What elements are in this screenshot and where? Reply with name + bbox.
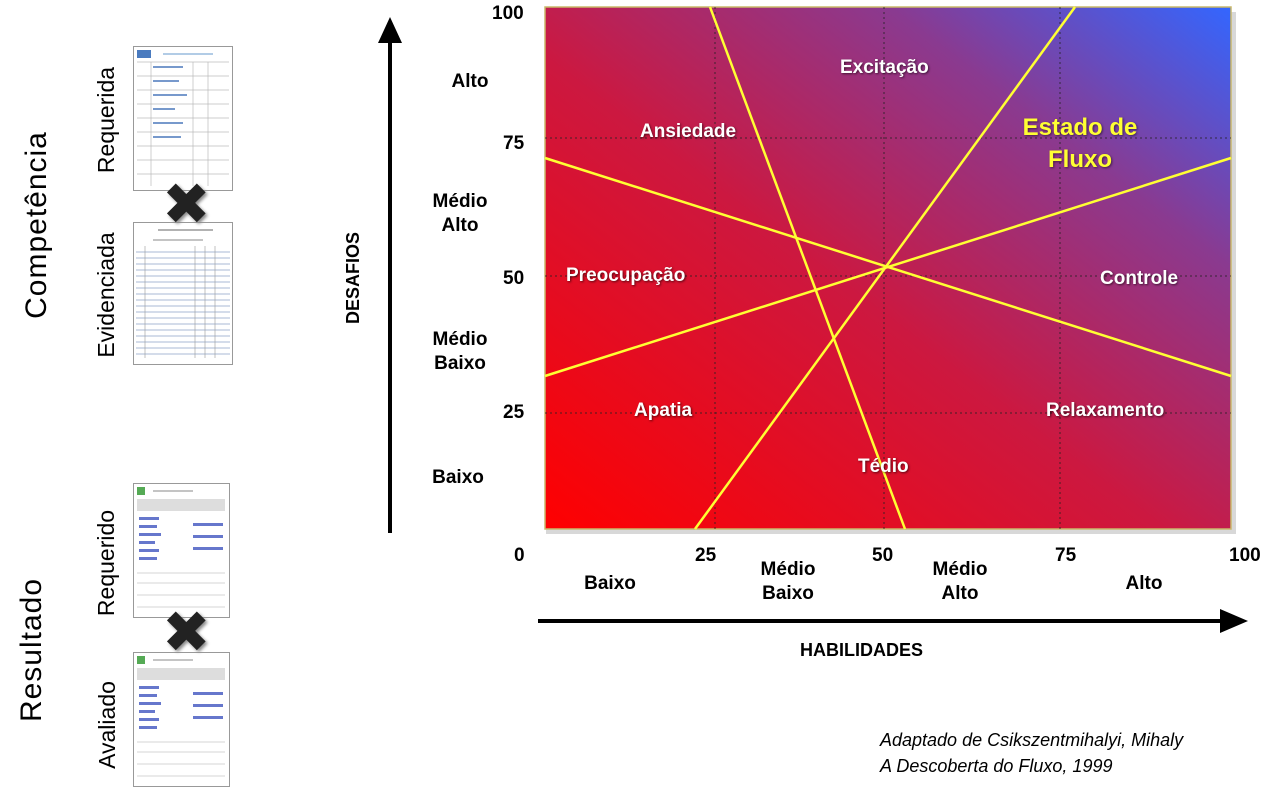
y-level-medio-baixo: Médio Baixo bbox=[420, 328, 500, 376]
zone-estado-de-fluxo-line2: Fluxo bbox=[1048, 146, 1112, 173]
y-tick-25: 25 bbox=[503, 402, 525, 423]
requerido-label: Requerido bbox=[93, 509, 119, 617]
x-tick-25: 25 bbox=[695, 545, 717, 566]
y-level-medio-alto-line2: Alto bbox=[441, 215, 479, 236]
avaliado-label: Avaliado bbox=[94, 681, 120, 769]
zone-relaxamento: Relaxamento bbox=[1046, 400, 1165, 421]
document-thumbnail-avaliado bbox=[133, 652, 230, 787]
document-thumbnail-requerida bbox=[133, 46, 233, 191]
x-level-medio-alto-line1: Médio bbox=[932, 559, 988, 580]
x-level-medio-alto-line2: Alto bbox=[941, 583, 979, 604]
zone-preocupacao: Preocupação bbox=[566, 265, 686, 286]
zone-excitacao: Excitação bbox=[840, 57, 929, 78]
zone-boundary-lines bbox=[544, 6, 1232, 530]
citation-line2: A Descoberta do Fluxo, 1999 bbox=[880, 756, 1113, 776]
x-level-baixo: Baixo bbox=[584, 573, 636, 594]
y-level-medio-alto-line1: Médio bbox=[432, 191, 488, 212]
x-level-medio-baixo: Médio Baixo bbox=[748, 558, 828, 606]
y-level-medio-baixo-line2: Baixo bbox=[434, 353, 486, 374]
zone-ansiedade: Ansiedade bbox=[640, 121, 737, 142]
y-tick-75: 75 bbox=[503, 133, 525, 154]
evidenciada-label: Evidenciada bbox=[93, 232, 119, 358]
x-level-medio-baixo-line1: Médio bbox=[760, 559, 816, 580]
y-level-alto: Alto bbox=[451, 71, 489, 92]
citation: Adaptado de Csikszentmihalyi, Mihaly A D… bbox=[880, 727, 1183, 779]
flow-diagram bbox=[544, 6, 1236, 534]
multiply-x-icon-resultado: ✖ bbox=[162, 598, 211, 666]
x-level-alto: Alto bbox=[1125, 573, 1163, 594]
y-level-medio-alto: Médio Alto bbox=[420, 190, 500, 238]
x-tick-0: 0 bbox=[514, 545, 525, 566]
y-axis-title: DESAFIOS bbox=[343, 232, 363, 325]
citation-line1: Adaptado de Csikszentmihalyi, Mihaly bbox=[880, 730, 1184, 750]
y-level-medio-baixo-line1: Médio bbox=[432, 329, 488, 350]
y-tick-100: 100 bbox=[492, 3, 524, 24]
document-thumbnail-requerido bbox=[133, 483, 230, 618]
x-tick-75: 75 bbox=[1055, 545, 1077, 566]
y-level-baixo: Baixo bbox=[432, 467, 484, 488]
competencia-label: Competência bbox=[20, 131, 53, 319]
y-tick-50: 50 bbox=[503, 268, 525, 289]
zone-controle: Controle bbox=[1100, 268, 1179, 289]
x-axis-title: HABILIDADES bbox=[800, 640, 924, 660]
x-level-medio-alto: Médio Alto bbox=[920, 558, 1000, 606]
multiply-x-icon-competencia: ✖ bbox=[162, 170, 211, 238]
zone-estado-de-fluxo-line1: Estado de bbox=[1022, 114, 1138, 141]
x-tick-50: 50 bbox=[872, 545, 894, 566]
zone-apatia: Apatia bbox=[634, 400, 693, 421]
x-axis-arrow bbox=[538, 609, 1248, 633]
zone-estado-de-fluxo: Estado de Fluxo bbox=[1010, 112, 1150, 176]
x-tick-100: 100 bbox=[1229, 545, 1261, 566]
x-level-medio-baixo-line2: Baixo bbox=[762, 583, 814, 604]
zone-tedio: Tédio bbox=[858, 456, 909, 477]
requerida-label: Requerida bbox=[93, 66, 119, 174]
document-thumbnail-evidenciada bbox=[133, 222, 233, 365]
resultado-label: Resultado bbox=[15, 577, 48, 723]
y-axis-arrow bbox=[378, 17, 402, 533]
